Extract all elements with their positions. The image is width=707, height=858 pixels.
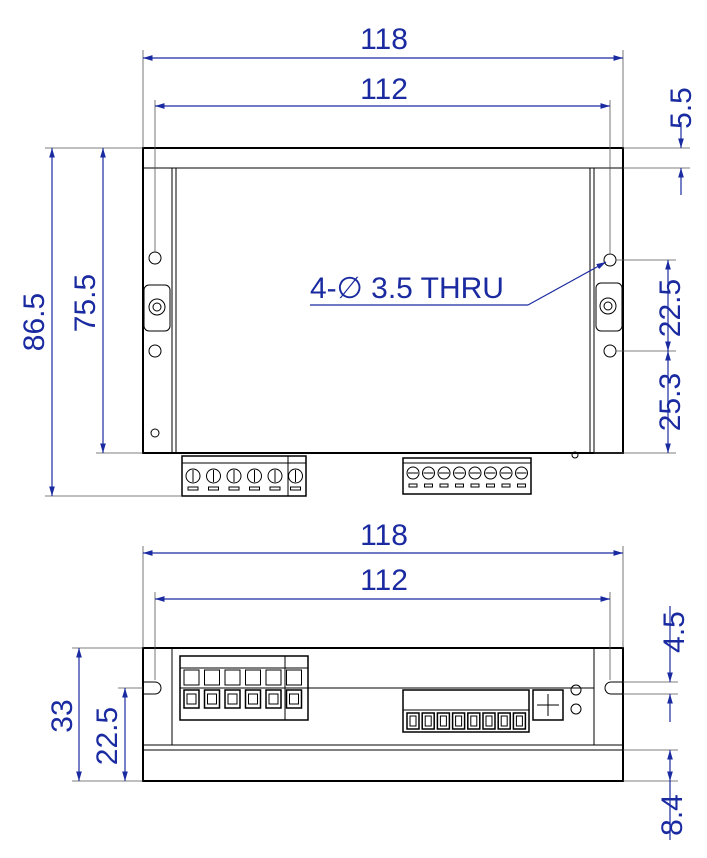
terminal-screw: [422, 466, 435, 480]
terminal-socket: [436, 712, 451, 730]
top-hole-width-label: 112: [360, 73, 408, 106]
terminal-screw: [468, 466, 482, 480]
terminal-top: [224, 669, 241, 686]
mount-hole-bottom-left: [148, 344, 162, 358]
terminal-socket: [285, 689, 303, 709]
hole-callout-label: 4-∅ 3.5 THRU: [310, 272, 504, 305]
terminal-screw: [484, 466, 497, 480]
terminal-top: [183, 669, 200, 686]
terminal-socket: [497, 712, 511, 730]
terminal-screw: [226, 468, 242, 484]
mount-slot-right: [604, 681, 623, 695]
terminal-screw: [206, 468, 221, 484]
terminal-socket: [203, 689, 221, 709]
terminal-screw: [267, 468, 283, 484]
terminal-top: [245, 669, 261, 686]
mount-hole-side-right: [599, 297, 617, 315]
terminal-top: [286, 669, 302, 686]
terminal-top: [204, 669, 220, 686]
terminal-socket: [467, 712, 481, 730]
terminal-screw: [499, 466, 513, 480]
terminal-screw: [247, 468, 262, 484]
terminal-screw: [437, 466, 451, 480]
top-view-body: [142, 147, 624, 454]
top-overall-width-label: 118: [360, 23, 408, 56]
front-base-height-label: 8.4: [656, 794, 689, 836]
terminal-socket: [421, 712, 435, 730]
mount-hole-side-left: [148, 298, 166, 316]
terminal-socket: [183, 689, 200, 709]
terminal-socket: [244, 689, 262, 709]
top-view: 118 112 5.5 86.5 75.5 4-∅ 3.5 THRU 22.5: [18, 23, 698, 497]
front-overall-height-label: 33: [46, 699, 79, 732]
top-edge-offset-label: 5.5: [665, 87, 698, 129]
front-slot-height-label: 22.5: [91, 707, 124, 765]
terminal-screw: [185, 468, 201, 484]
terminal-screw: [453, 466, 466, 480]
front-view: 118 112 4.5 33 22.5 8.4: [46, 519, 691, 840]
terminal-socket: [482, 712, 496, 730]
mount-slot-left: [143, 681, 162, 695]
terminal-screw: [288, 468, 303, 484]
terminal-screw: [515, 466, 528, 480]
terminal-socket: [406, 712, 420, 730]
front-hole-width-label: 112: [360, 564, 408, 597]
terminal-socket: [512, 712, 527, 730]
front-slot-offset-label: 4.5: [658, 611, 691, 653]
terminal-socket: [224, 689, 241, 709]
top-hole-pitch-label: 22.5: [654, 279, 687, 337]
connector-left-front: [179, 655, 594, 721]
terminal-socket: [451, 712, 466, 730]
front-overall-width-label: 118: [360, 519, 408, 552]
connector-left-top: [181, 455, 307, 497]
terminal-top: [265, 669, 282, 686]
top-inner-height-label: 75.5: [69, 274, 102, 332]
top-bottom-offset-label: 25.3: [654, 373, 687, 431]
connector-right-front: [402, 684, 582, 733]
connector-right-top: [402, 457, 532, 495]
terminal-screw: [406, 466, 420, 480]
terminal-socket: [265, 689, 282, 709]
top-overall-height-label: 86.5: [18, 293, 51, 351]
